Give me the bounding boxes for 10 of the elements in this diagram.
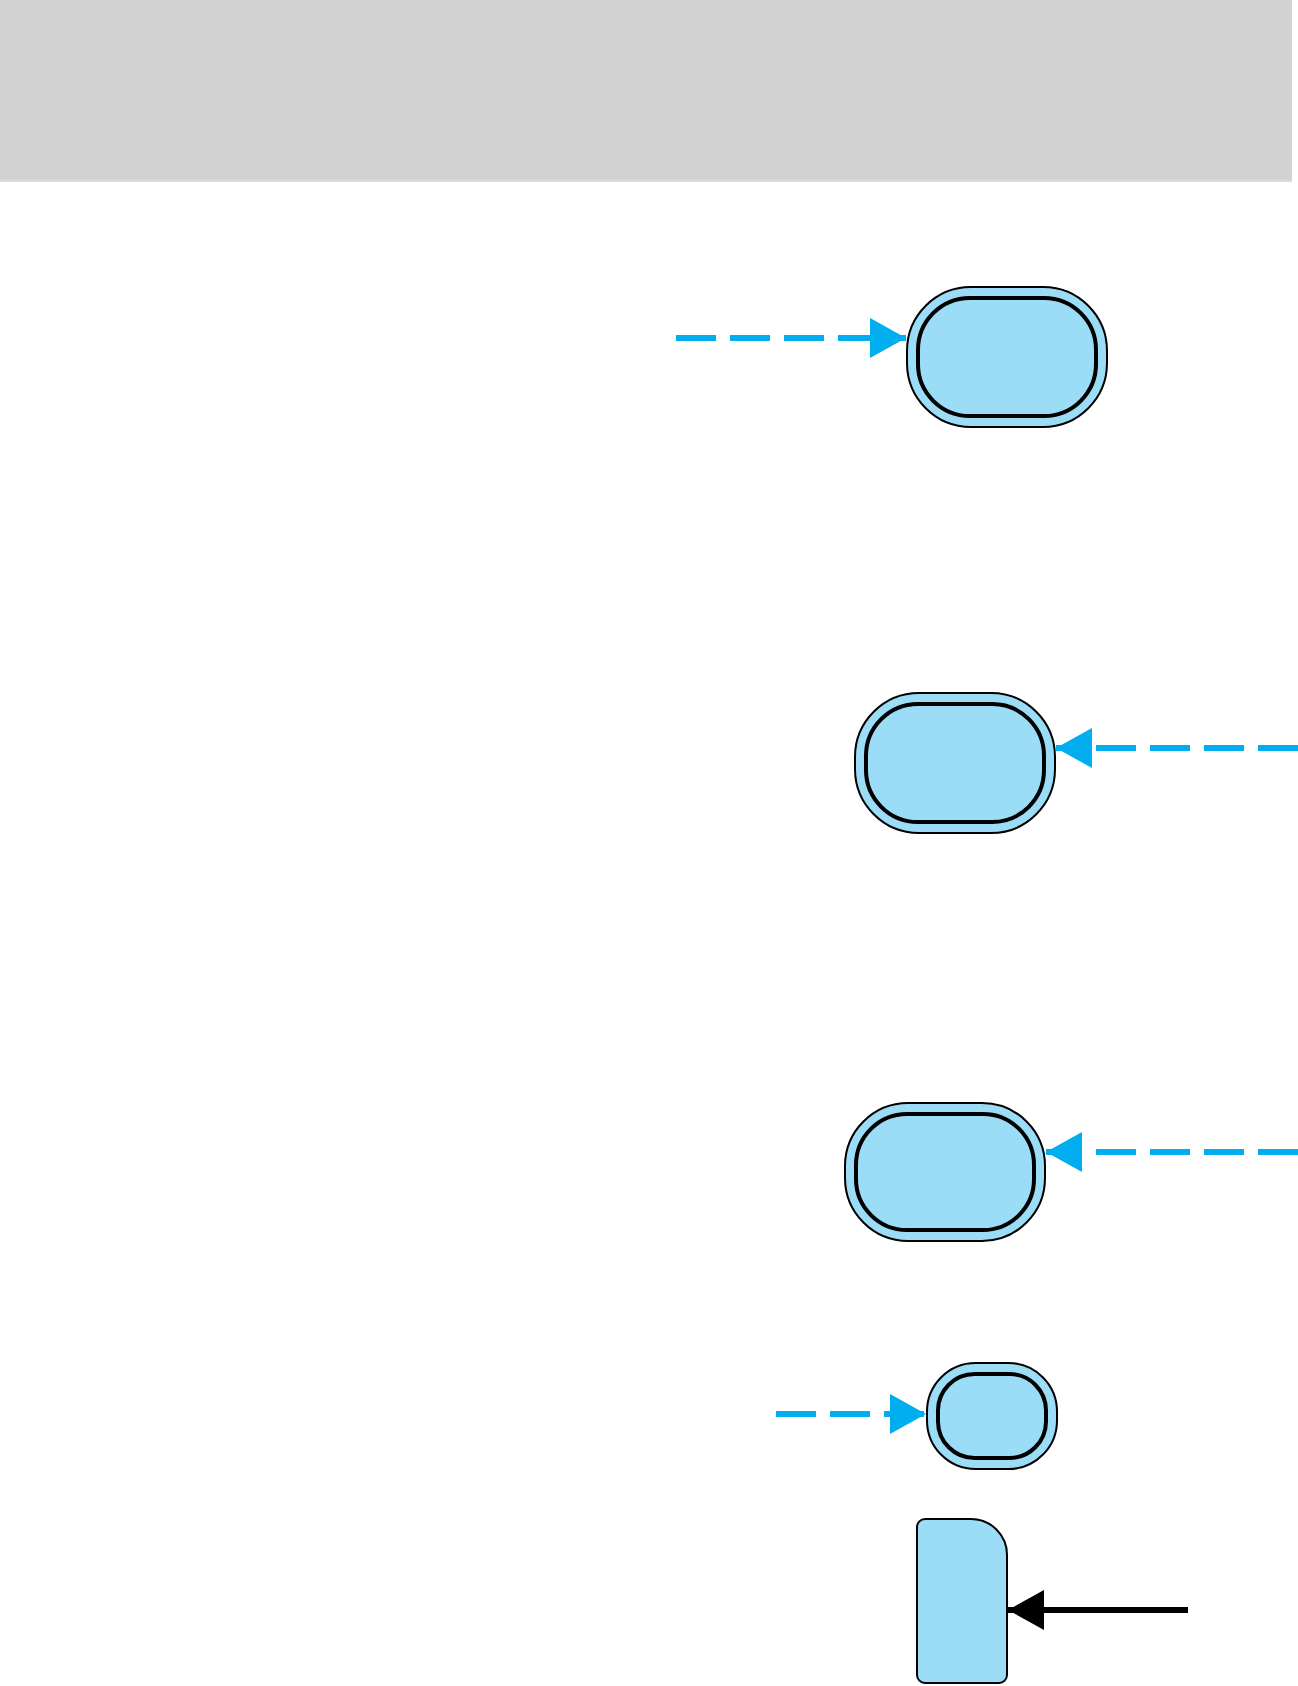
arrow bbox=[776, 1394, 926, 1434]
arrow bbox=[1056, 728, 1298, 768]
arrow bbox=[1008, 1590, 1188, 1630]
side-tab bbox=[916, 1518, 1008, 1684]
push-button bbox=[906, 286, 1108, 428]
arrow bbox=[1046, 1132, 1298, 1172]
push-button bbox=[854, 692, 1056, 834]
push-button bbox=[844, 1102, 1046, 1242]
push-button bbox=[926, 1362, 1058, 1470]
arrow bbox=[676, 318, 906, 358]
